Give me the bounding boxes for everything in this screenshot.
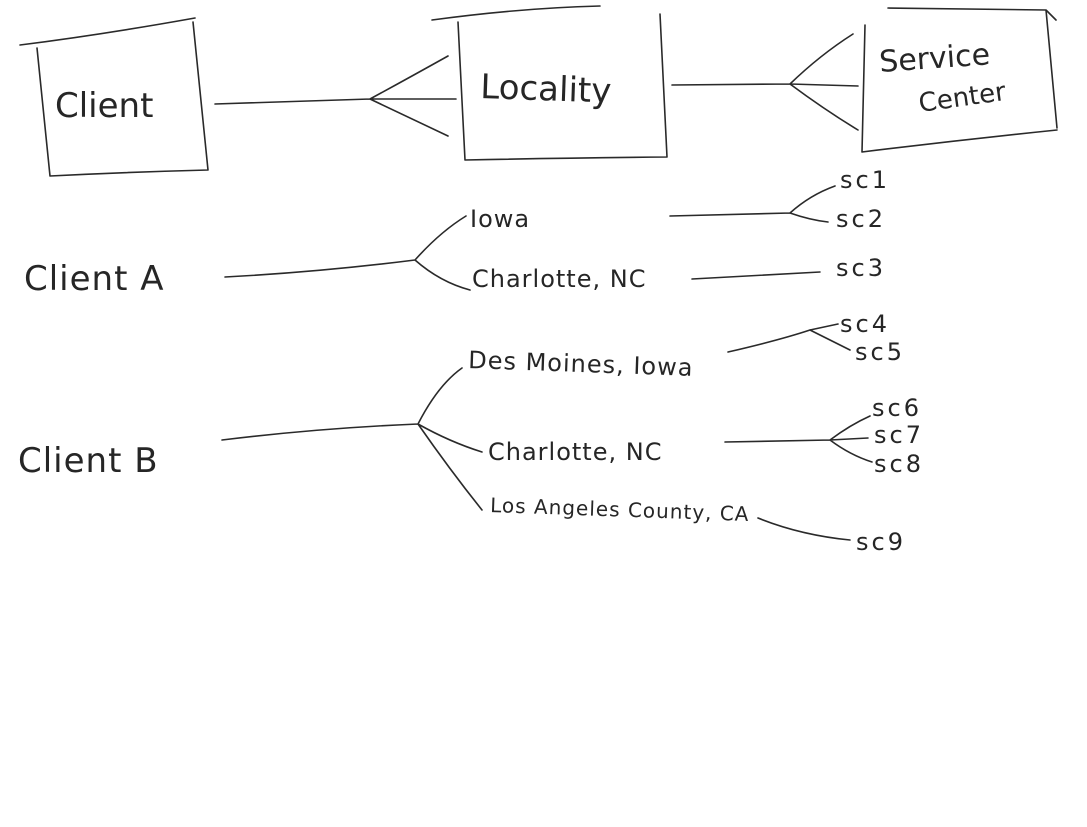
relationship-client-locality [214, 55, 457, 137]
client-a-label: Client A [24, 259, 165, 299]
entity-locality-label: Locality [480, 67, 612, 112]
service-center-sc5-label: sc5 [855, 338, 905, 366]
service-center-sc2-label: sc2 [836, 205, 886, 233]
iowa-service-branch [669, 185, 836, 223]
locality-charlotte-b-label: Charlotte, NC [488, 438, 662, 466]
entity-service-center-label-line1: Service [878, 37, 991, 80]
locality-charlotte-a-label: Charlotte, NC [472, 265, 646, 293]
entity-client-box [19, 17, 209, 177]
service-center-sc6-label: sc6 [872, 394, 922, 422]
des-moines-service-branch [727, 323, 851, 353]
entity-service-center-label-line2: Center [917, 77, 1008, 119]
entity-locality-box [431, 5, 668, 161]
client-b-branch [221, 367, 483, 511]
locality-des-moines-label: Des Moines, Iowa [468, 346, 694, 382]
entity-service-center: Service Center [861, 7, 1058, 153]
service-center-sc8-label: sc8 [874, 450, 924, 478]
locality-los-angeles-label: Los Angeles County, CA [490, 493, 750, 526]
charlotte-b-service-branch [724, 415, 873, 463]
entity-client-label: Client [55, 86, 153, 126]
service-center-sc4-label: sc4 [840, 310, 890, 338]
service-center-sc7-label: sc7 [874, 421, 924, 449]
client-b-group: Client B Des Moines, Iowa Charlotte, NC … [18, 310, 924, 556]
client-a-group: Client A Iowa Charlotte, NC sc1 sc2 sc3 [24, 166, 890, 299]
service-center-sc9-label: sc9 [856, 528, 906, 556]
client-b-label: Client B [18, 441, 159, 481]
relationship-locality-service-center [671, 33, 859, 131]
service-center-sc1-label: sc1 [840, 166, 890, 194]
entity-locality: Locality [431, 5, 668, 161]
client-a-branch [224, 215, 471, 291]
locality-iowa-label: Iowa [470, 205, 530, 233]
entity-client: Client [19, 17, 209, 177]
los-angeles-service-branch [757, 517, 851, 541]
entity-service-center-box [861, 7, 1058, 153]
charlotte-a-service-branch [691, 271, 821, 280]
service-center-sc3-label: sc3 [836, 254, 886, 282]
